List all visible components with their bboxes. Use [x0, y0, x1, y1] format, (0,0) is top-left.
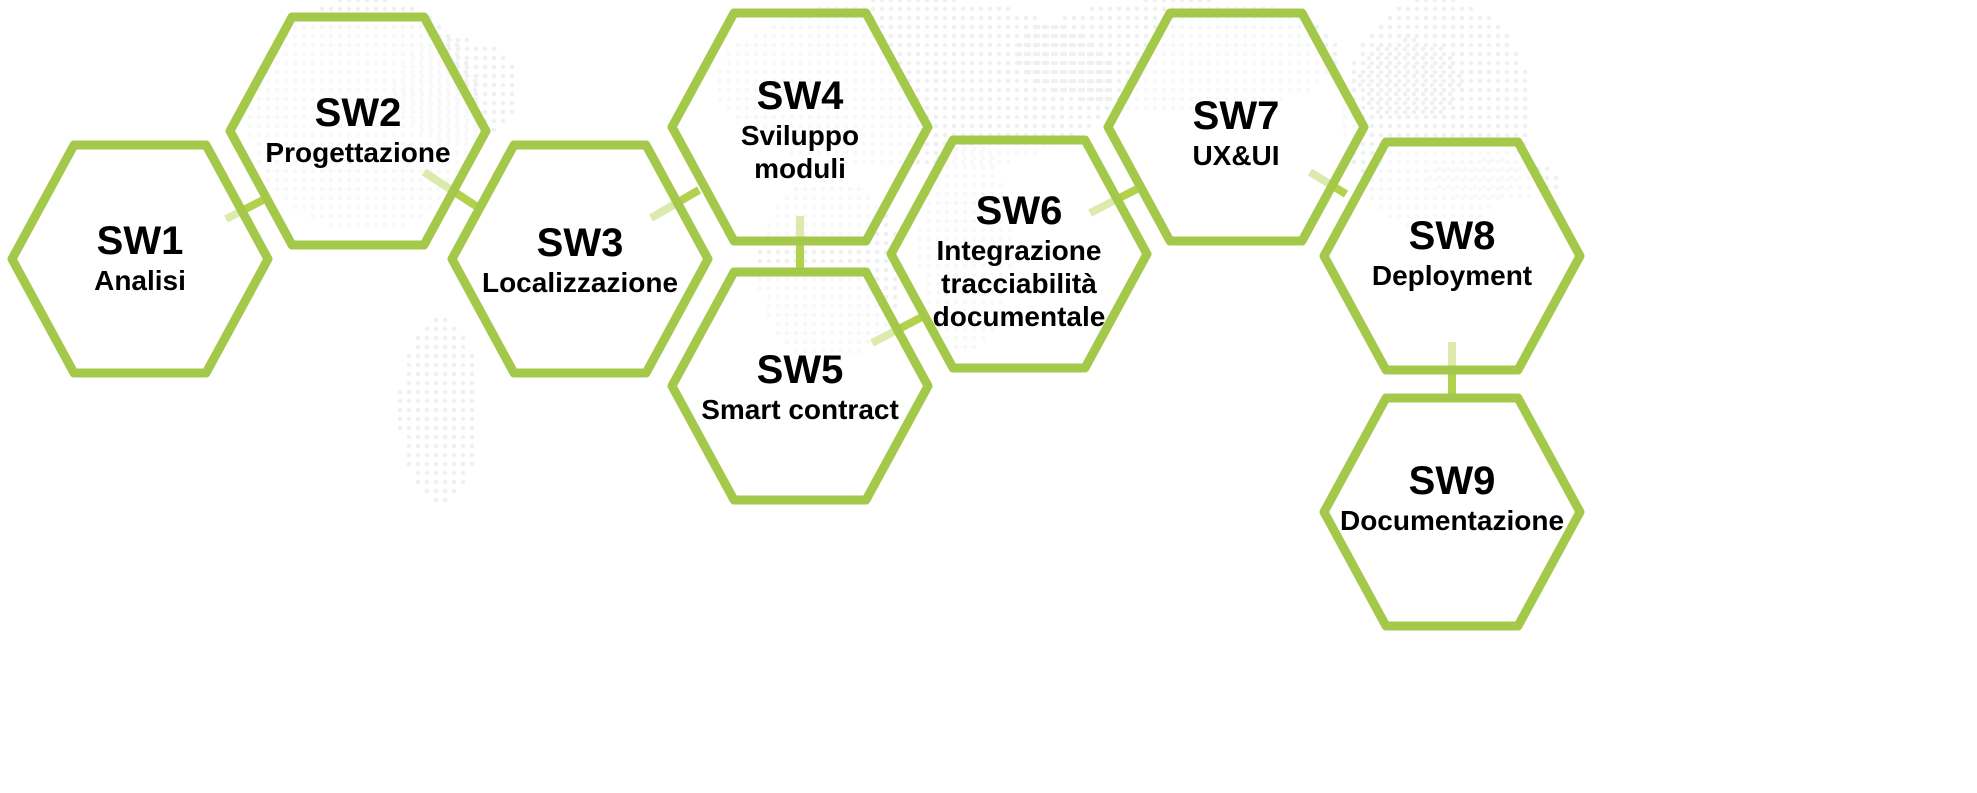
- hexagon-outline: [225, 12, 491, 250]
- hexagon-code: SW2: [315, 91, 402, 135]
- hexagon-code: SW7: [1193, 94, 1280, 138]
- hexagon-code: SW5: [757, 348, 844, 392]
- hexagon-label: Sviluppo: [741, 120, 859, 151]
- hexagon-code: SW3: [537, 221, 624, 265]
- hexagon-label: Progettazione: [265, 137, 450, 168]
- hexagon-outline: [886, 135, 1152, 373]
- hexagon-outline: [1319, 137, 1585, 375]
- hexagon-code: SW8: [1409, 214, 1496, 258]
- hexagon-label: Smart contract: [701, 394, 899, 425]
- hexagon-outline: [7, 140, 273, 378]
- hexagon-label: moduli: [754, 153, 846, 184]
- hexagon-code: SW6: [976, 189, 1063, 233]
- hexagon-outline: [1103, 8, 1369, 246]
- hexagon-outline: [447, 140, 713, 378]
- hexagon-label: Analisi: [94, 265, 186, 296]
- hexagon-layer: SW1AnalisiSW2ProgettazioneSW3Localizzazi…: [7, 8, 1585, 631]
- hexagon-outline: [1319, 393, 1585, 631]
- hexagon-label: Documentazione: [1340, 505, 1564, 536]
- hexagon-outline: [667, 8, 933, 246]
- hexagon-label: Deployment: [1372, 260, 1532, 291]
- hexagon-label: documentale: [933, 301, 1106, 332]
- hexagon-label: UX&UI: [1192, 140, 1279, 171]
- hexagon-code: SW9: [1409, 459, 1496, 503]
- hexagon-outline: [667, 267, 933, 505]
- hexagon-label: Localizzazione: [482, 267, 678, 298]
- hexagon-code: SW4: [757, 74, 844, 118]
- hexagon-label: tracciabilità: [941, 268, 1097, 299]
- hexagon-label: Integrazione: [937, 235, 1102, 266]
- hexagon-code: SW1: [97, 219, 184, 263]
